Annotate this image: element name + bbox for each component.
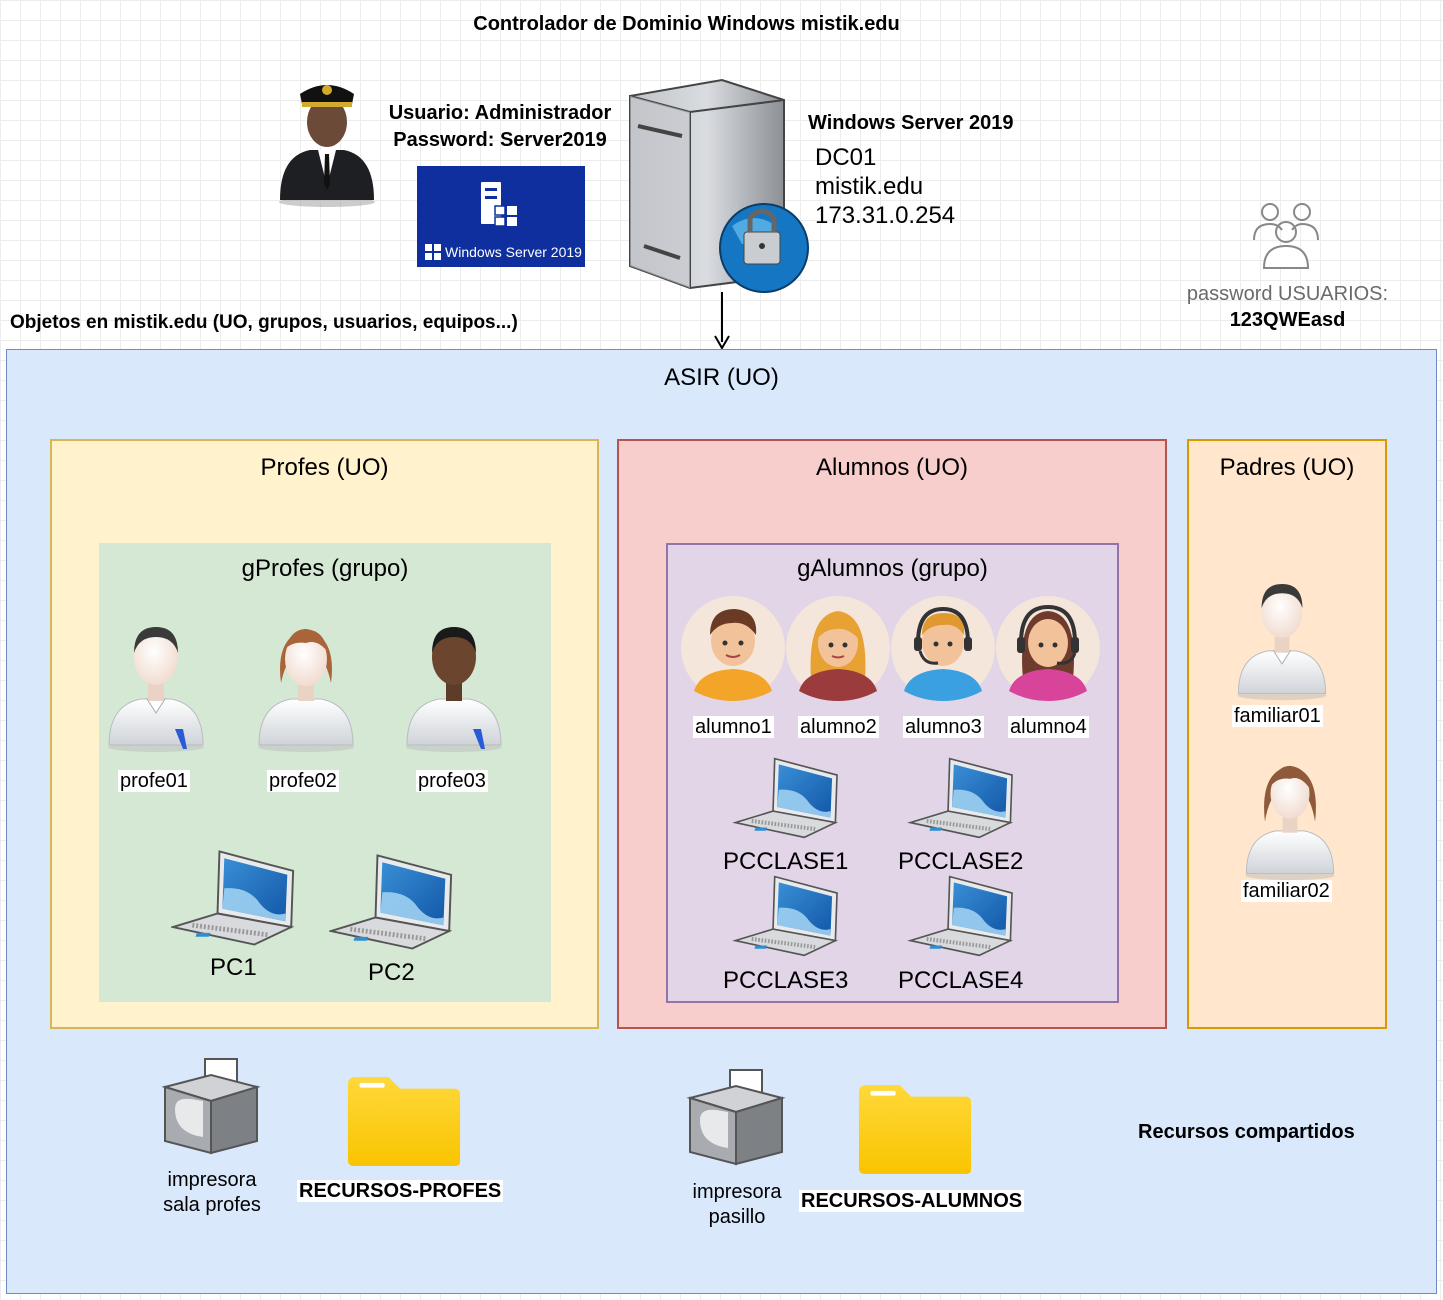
computer-pcclase1[interactable]: PCCLASE1: [723, 848, 849, 875]
computer-pcclase3[interactable]: PCCLASE3: [723, 967, 849, 994]
user-alumno2[interactable]: alumno2: [798, 716, 879, 738]
alumno1-avatar-icon: [680, 595, 786, 701]
printer-pasillo-line2: pasillo: [708, 1206, 766, 1228]
printer-pasillo-line1: impresora: [692, 1181, 782, 1203]
admin-user-label: Usuario: Administrador: [388, 102, 612, 124]
user-alumno3[interactable]: alumno3: [903, 716, 984, 738]
pcclase4-laptop-icon: [907, 875, 1017, 957]
pcclase2-laptop-icon: [907, 757, 1017, 839]
folder-recursos-profes-icon: [346, 1075, 462, 1167]
shared-resources-title: Recursos compartidos: [1138, 1121, 1355, 1143]
ou-asir[interactable]: ASIR (UO) Profes (UO) gProfes (grupo): [6, 349, 1437, 1294]
user-alumno1[interactable]: alumno1: [693, 716, 774, 738]
printer-sala-profes[interactable]: impresora sala profes: [147, 1168, 277, 1218]
printer-pasillo-icon: [685, 1068, 787, 1168]
users-password-label: password USUARIOS:: [1186, 283, 1389, 305]
users-password-value: 123QWEasd: [1229, 309, 1346, 331]
alumno4-avatar-icon: [995, 595, 1101, 701]
pcclase3-laptop-icon: [732, 875, 842, 957]
connector-arrow: [712, 292, 732, 352]
ou-alumnos-title: Alumnos (UO): [815, 454, 969, 481]
familiar01-avatar-icon: [1227, 571, 1337, 701]
folder-recursos-alumnos-icon: [857, 1081, 973, 1177]
user-alumno4[interactable]: alumno4: [1008, 716, 1089, 738]
server-ip: 173.31.0.254: [815, 202, 956, 229]
server-hostname: DC01: [815, 144, 877, 171]
printer-sala-profes-line2: sala profes: [163, 1194, 261, 1216]
user-profe03[interactable]: profe03: [416, 770, 488, 792]
server-tower-icon: [624, 76, 814, 298]
server-domain: mistik.edu: [815, 173, 924, 200]
ou-profes[interactable]: Profes (UO) gProfes (grupo): [50, 439, 599, 1029]
pc2-laptop-icon: [329, 853, 455, 951]
pcclase1-laptop-icon: [732, 757, 842, 839]
admin-password-label: Password: Server2019: [393, 129, 607, 151]
group-gprofes-title: gProfes (grupo): [241, 555, 409, 582]
printer-sala-profes-icon: [160, 1057, 262, 1157]
computer-pcclase4[interactable]: PCCLASE4: [898, 967, 1024, 994]
ou-asir-title: ASIR (UO): [664, 364, 779, 391]
familiar02-avatar-icon: [1235, 751, 1345, 881]
administrator-avatar: [272, 70, 382, 208]
group-gprofes[interactable]: gProfes (grupo): [99, 543, 551, 1002]
profe02-avatar-icon: [251, 613, 361, 753]
user-familiar01[interactable]: familiar01: [1232, 705, 1323, 727]
windows-server-logo: Windows Server 2019: [417, 166, 585, 267]
windows-icon: [425, 244, 441, 260]
ou-padres[interactable]: Padres (UO) familiar01 familiar02: [1187, 439, 1387, 1029]
objects-caption: Objetos en mistik.edu (UO, grupos, usuar…: [10, 312, 518, 333]
ou-alumnos[interactable]: Alumnos (UO) gAlumnos (grupo): [617, 439, 1167, 1029]
user-profe02[interactable]: profe02: [267, 770, 339, 792]
user-profe01[interactable]: profe01: [118, 770, 190, 792]
user-familiar02[interactable]: familiar02: [1241, 880, 1332, 902]
ou-padres-title: Padres (UO): [1219, 454, 1355, 481]
share-recursos-profes[interactable]: RECURSOS-PROFES: [297, 1180, 504, 1202]
group-galumnos[interactable]: gAlumnos (grupo): [666, 543, 1119, 1003]
printer-sala-profes-line1: impresora: [167, 1169, 257, 1191]
diagram-title: Controlador de Dominio Windows mistik.ed…: [473, 13, 900, 35]
users-group-icon: [1250, 196, 1324, 270]
printer-pasillo[interactable]: impresora pasillo: [672, 1180, 802, 1230]
windows-server-logo-text: Windows Server 2019: [445, 244, 582, 260]
pc1-laptop-icon: [171, 849, 297, 947]
share-recursos-alumnos[interactable]: RECURSOS-ALUMNOS: [799, 1190, 1025, 1212]
ou-profes-title: Profes (UO): [260, 454, 389, 481]
alumno2-avatar-icon: [785, 595, 891, 701]
computer-pc2[interactable]: PC2: [368, 959, 415, 986]
server-os-title: Windows Server 2019: [808, 112, 1014, 134]
group-galumnos-title: gAlumnos (grupo): [797, 555, 988, 582]
computer-pcclase2[interactable]: PCCLASE2: [898, 848, 1024, 875]
computer-pc1[interactable]: PC1: [210, 954, 257, 981]
alumno3-avatar-icon: [890, 595, 996, 701]
